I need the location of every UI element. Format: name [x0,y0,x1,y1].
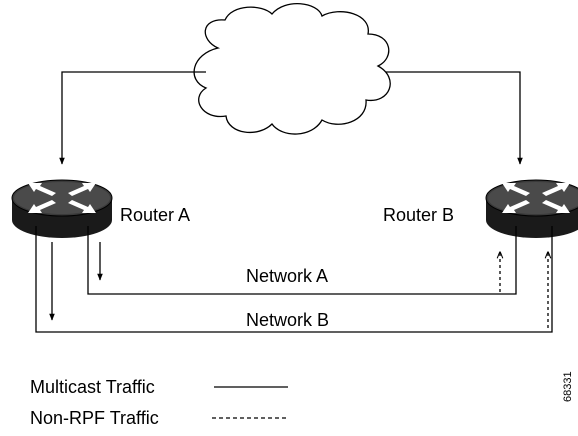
figure-id: 68331 [562,371,574,402]
router-icon [11,179,113,238]
router-icon [485,179,578,238]
cloud-to-router-a-link [59,71,206,165]
router-b-label: Router B [383,205,454,225]
cloud-to-router-b-link [386,71,523,165]
router-b [485,179,578,238]
network-b-label: Network B [246,310,329,330]
legend-non-rpf-label: Non-RPF Traffic [30,408,159,428]
legend: Multicast Traffic Non-RPF Traffic [30,377,288,428]
network-a-label: Network A [246,266,328,286]
cloud-icon [193,2,391,135]
router-a-label: Router A [120,205,190,225]
router-a [11,179,113,238]
legend-multicast-label: Multicast Traffic [30,377,155,397]
network-b-line [35,226,553,333]
network-a-line [87,226,517,295]
